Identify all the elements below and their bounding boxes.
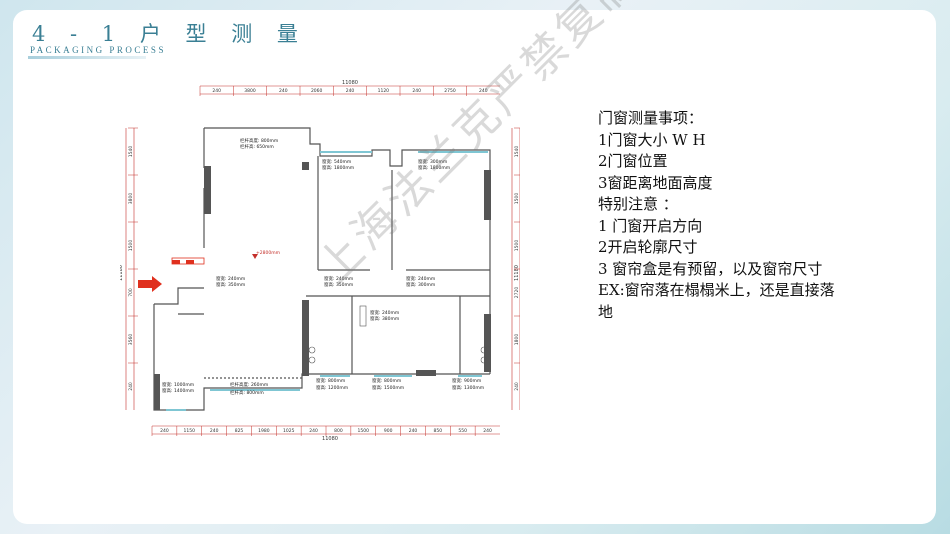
- notes-item-2: 2门窗位置: [598, 152, 668, 170]
- note-top-balcony-1: 栏杆高度: 800mm: [240, 137, 278, 144]
- floor-plan: 11080 240 3800 240 2060 240 1120 240 2750 240 11…: [120, 80, 520, 442]
- note-kitchen-2: 窗高: 380mm: [370, 315, 399, 322]
- note-bottom-c-1: 窗宽: 800mm: [372, 377, 401, 384]
- note-bottom-b-1: 窗宽: 800mm: [316, 377, 345, 384]
- page-title: 4 - 1 户 型 测 量: [32, 22, 307, 46]
- notes-item-1: 1门窗大小 W H: [598, 130, 706, 149]
- dimension-label: 1025: [283, 428, 295, 434]
- note-room-c-1: 窗宽: 240mm: [406, 275, 435, 282]
- dimension-label: 1540: [514, 146, 520, 158]
- dim-top-segments: 240 3800 240 2060 240 1120 240 2750 240: [199, 86, 488, 96]
- notes-special-item-2: 2开启轮廓尺寸: [598, 238, 698, 256]
- room-annotations: 栏杆高度: 800mm 栏杆高: 650mm 窗宽: 540mm 窗高: 180…: [162, 137, 484, 396]
- dimension-label: 1500: [358, 428, 370, 434]
- dimension-label: 2060: [311, 88, 323, 94]
- dimension-label: 240: [412, 88, 421, 94]
- note-top-balcony-2: 栏杆高: 650mm: [240, 143, 274, 150]
- dim-bottom-total: 11080: [322, 436, 338, 442]
- entry-arrow-icon: [138, 257, 205, 292]
- dimension-label: 1800: [514, 334, 520, 346]
- dimension-label: 800: [334, 428, 343, 434]
- note-bottom-balcony-2: 栏杆高: 800mm: [230, 389, 264, 396]
- title-underline: [28, 56, 146, 59]
- dimension-right: 11180 1540 1500 1500 2720 1800 240: [511, 127, 520, 410]
- dimension-label: 240: [483, 428, 492, 434]
- dimension-left: 11180 1540 3800 1500 700 3560 240: [120, 127, 138, 410]
- note-room-a-2: 窗高: 350mm: [216, 281, 245, 288]
- dimension-label: 700: [128, 288, 134, 297]
- note-window-b-2: 窗高: 1800mm: [322, 164, 354, 171]
- notes-heading: 门窗测量事项：: [598, 109, 704, 127]
- dimension-label: 240: [514, 382, 520, 391]
- dimension-label: 3560: [128, 334, 134, 346]
- dimension-label: 2750: [444, 88, 456, 94]
- notes-special-item-1: 1 门窗开启方向: [598, 216, 703, 235]
- note-room-a-1: 窗宽: 240mm: [216, 275, 245, 282]
- note-ceiling-height: +2800mm: [256, 250, 280, 256]
- dimension-label: 240: [309, 428, 318, 434]
- note-bath-2: 窗高: 1400mm: [162, 387, 194, 394]
- wall-columns: [154, 162, 491, 410]
- dimension-label: 550: [458, 428, 467, 434]
- dimension-label: 240: [279, 88, 288, 94]
- dimension-label: 900: [384, 428, 393, 434]
- dimension-label: 825: [235, 428, 244, 434]
- notes-special-item-3: 3 窗帘盒是有预留，以及窗帘尺寸: [598, 259, 823, 278]
- note-bottom-d-2: 窗高: 1300mm: [452, 384, 484, 391]
- fixtures: [308, 305, 488, 364]
- dimension-label: 3800: [128, 193, 134, 205]
- notes-item-3: 3窗距离地面高度: [598, 173, 713, 192]
- notes-special-item-4: EX:窗帘落在榻榻米上，还是直接落地: [598, 281, 835, 321]
- page-subtitle: PACKAGING PROCESS: [30, 45, 166, 55]
- dimension-label: 1500: [514, 240, 520, 252]
- dimension-label: 1500: [514, 193, 520, 205]
- dimension-label: 240: [160, 428, 169, 434]
- note-room-c-2: 窗高: 300mm: [406, 281, 435, 288]
- dimension-label: 240: [409, 428, 418, 434]
- dimension-label: 1980: [258, 428, 270, 434]
- dim-right-segments: 1540 1500 1500 2720 1800 240: [514, 127, 520, 391]
- dim-bottom-segments: 240 1150 240 825 1980 1025 240 800 1500 900 240 850…: [151, 426, 492, 436]
- note-bottom-balcony-1: 栏杆高度: 260mm: [230, 381, 268, 388]
- dimension-label: 240: [212, 88, 221, 94]
- note-window-c-1: 窗宽: 300mm: [418, 158, 447, 165]
- dimension-label: 240: [479, 88, 488, 94]
- note-bottom-d-1: 窗宽: 900mm: [452, 377, 481, 384]
- dimension-label: 2720: [514, 287, 520, 299]
- dimension-label: 850: [434, 428, 443, 434]
- dimension-label: 3800: [244, 88, 256, 94]
- dim-left-segments: 1540 3800 1500 700 3560 240: [128, 127, 138, 391]
- note-room-b-1: 窗宽: 240mm: [324, 275, 353, 282]
- note-bath-1: 窗宽: 1000mm: [162, 381, 194, 388]
- note-room-b-2: 窗高: 350mm: [324, 281, 353, 288]
- dimension-label: 240: [210, 428, 219, 434]
- dimension-label: 1500: [128, 240, 134, 252]
- note-window-c-2: 窗高: 1800mm: [418, 164, 450, 171]
- dimension-label: 240: [346, 88, 355, 94]
- measurement-notes: 门窗测量事项： 1门窗大小 W H 2门窗位置 3窗距离地面高度 特别注意 ： …: [598, 108, 858, 323]
- note-window-b-1: 窗宽: 540mm: [322, 158, 351, 165]
- dim-top-total: 11080: [342, 80, 358, 86]
- notes-special-heading: 特别注意 ：: [598, 195, 678, 213]
- level-marker-icon: [252, 254, 258, 259]
- dim-left-total: 11180: [120, 265, 124, 281]
- note-bottom-b-2: 窗高: 1200mm: [316, 384, 348, 391]
- dimension-label: 1540: [128, 146, 134, 158]
- dimension-top: 11080 240 3800 240 2060 240 1120 240 2750 240: [199, 80, 500, 96]
- dimension-label: 1120: [378, 88, 390, 94]
- dimension-bottom: 11080 240 1150 240 825 1980 1025 240 800 1500 900…: [151, 425, 500, 442]
- dimension-label: 1150: [184, 428, 196, 434]
- dimension-label: 240: [128, 382, 134, 391]
- note-bottom-c-2: 窗高: 1500mm: [372, 384, 404, 391]
- note-kitchen-1: 窗宽: 240mm: [370, 309, 399, 316]
- slide-panel: [13, 10, 936, 524]
- dim-right-total: 11180: [514, 265, 520, 281]
- windows: [166, 151, 488, 411]
